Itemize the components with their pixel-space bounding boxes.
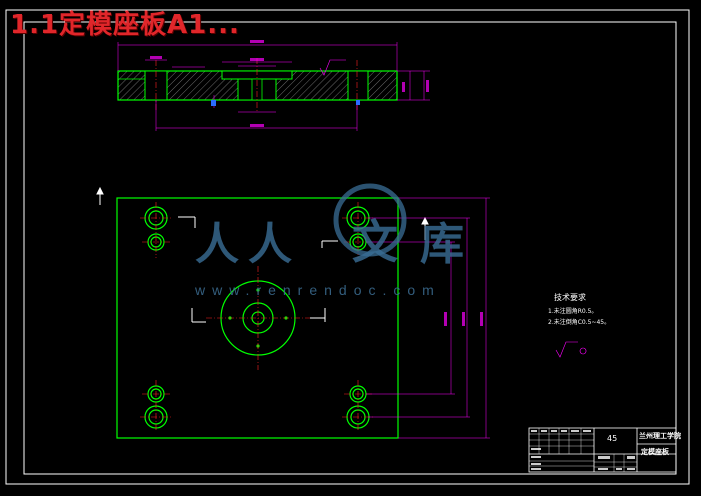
watermark-char: 人 bbox=[195, 219, 239, 270]
watermark-text: www.renrendoc.com bbox=[195, 282, 441, 298]
plate-outline bbox=[116, 197, 399, 439]
tech-req-item: 1.未注圆角R0.5。 bbox=[548, 308, 598, 315]
title-block bbox=[528, 427, 677, 473]
overlay-title: 1.1定模座板A1... bbox=[10, 10, 240, 40]
section-bore-right bbox=[347, 70, 369, 101]
title-block-material: 45 bbox=[607, 434, 618, 443]
drawing-frame-inner bbox=[23, 21, 677, 475]
technical-requirements: 技术要求 1.未注圆角R0.5。 2.未注倒角C0.5~45。 bbox=[548, 292, 610, 328]
title-block-school: 兰州理工学院 bbox=[639, 432, 681, 440]
tech-req-item: 2.未注倒角C0.5~45。 bbox=[548, 319, 611, 326]
watermark-char: 文 bbox=[352, 215, 398, 269]
watermark-char: 人 bbox=[248, 219, 292, 270]
watermark-circle-icon bbox=[333, 183, 407, 257]
tech-req-heading: 技术要求 bbox=[554, 293, 586, 302]
section-view bbox=[117, 40, 430, 131]
drawing-frame-outer bbox=[5, 9, 690, 485]
title-block-part-name: 定模座板 bbox=[641, 448, 669, 456]
watermark-char: 库 bbox=[420, 219, 464, 270]
plan-view bbox=[96, 186, 490, 439]
